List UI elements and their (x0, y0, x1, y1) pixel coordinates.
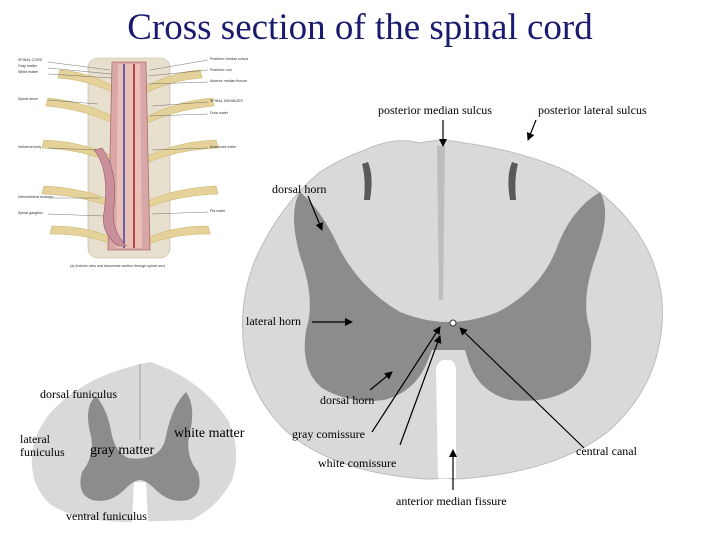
inset-label-posterior-root: Posterior root (210, 68, 232, 72)
label-gray-comissure: gray comissure (292, 427, 365, 441)
small-anterior-median-fissure (132, 482, 148, 522)
label-central-canal: central canal (576, 444, 637, 458)
label-anterior-median-fissure: anterior median fissure (396, 494, 507, 508)
arrow-posterior-lateral-sulcus (526, 119, 537, 141)
arrow-central-canal (459, 327, 585, 449)
main-dorsal-root-right (508, 162, 518, 200)
inset-label-anterior-median-fissure: Anterior median fissure (210, 79, 247, 83)
inset-label-gray-matter: Gray matter (18, 64, 37, 68)
label-posterior-median-sulcus: posterior median sulcus (378, 103, 492, 117)
spinal-column-illustration (16, 52, 242, 267)
main-anterior-median-fissure (436, 360, 456, 478)
label-lateral-funiculus: lateral funiculus (20, 432, 65, 459)
arrow-white-comissure (399, 335, 442, 446)
small-gray-matter (80, 392, 200, 501)
main-gray-matter (294, 192, 606, 401)
inset-label-vertebral-body: Vertebral body (18, 145, 42, 149)
page-title: Cross section of the spinal cord (127, 7, 593, 48)
inset-label-arachnoid-mater: Arachnoid mater (210, 145, 237, 149)
small-cross-section (31, 362, 237, 522)
arrow-gray-comissure (371, 326, 441, 433)
label-gray-matter: gray matter (90, 443, 155, 458)
inset-label-dura-mater: Dura mater (210, 111, 228, 115)
label-dorsal-horn-upper: dorsal horn (272, 182, 327, 196)
label-white-matter: white matter (174, 426, 245, 441)
label-lateral-horn: lateral horn (246, 314, 301, 328)
inset-label-posterior-median-sulcus: Posterior median sulcus (210, 57, 249, 61)
label-dorsal-funiculus: dorsal funiculus (40, 387, 117, 401)
inset-label-spinal-meninges: SPINAL MENINGES (210, 99, 243, 103)
annotation-arrows (307, 119, 585, 490)
inset-caption: (a) Anterior view and transverse section… (70, 264, 165, 268)
arrow-dorsal-horn-upper (307, 195, 324, 231)
inset-label-spinal-nerve: Spinal nerve (18, 97, 38, 101)
main-posterior-median-septum (437, 146, 445, 300)
inset-label-white-matter: White matter (18, 70, 39, 74)
main-central-canal (449, 319, 457, 327)
label-ventral-funiculus: ventral funiculus (66, 509, 147, 523)
label-dorsal-horn-lower: dorsal horn (320, 393, 375, 407)
label-posterior-lateral-sulcus: posterior lateral sulcus (538, 103, 647, 117)
main-cross-section (242, 140, 663, 480)
inset-label-spinal-ganglion: Spinal ganglion (18, 211, 43, 215)
arrow-dorsal-horn-lower (369, 371, 393, 391)
inset-label-pia-mater: Pia mater (210, 209, 226, 213)
inset-label-intervertebral-foramen: Intervertebral foramen (18, 195, 54, 199)
inset-label-spinal-cord: SPINAL CORD (18, 58, 43, 62)
label-white-comissure: white comissure (318, 456, 397, 470)
main-dorsal-root-left (362, 162, 372, 200)
